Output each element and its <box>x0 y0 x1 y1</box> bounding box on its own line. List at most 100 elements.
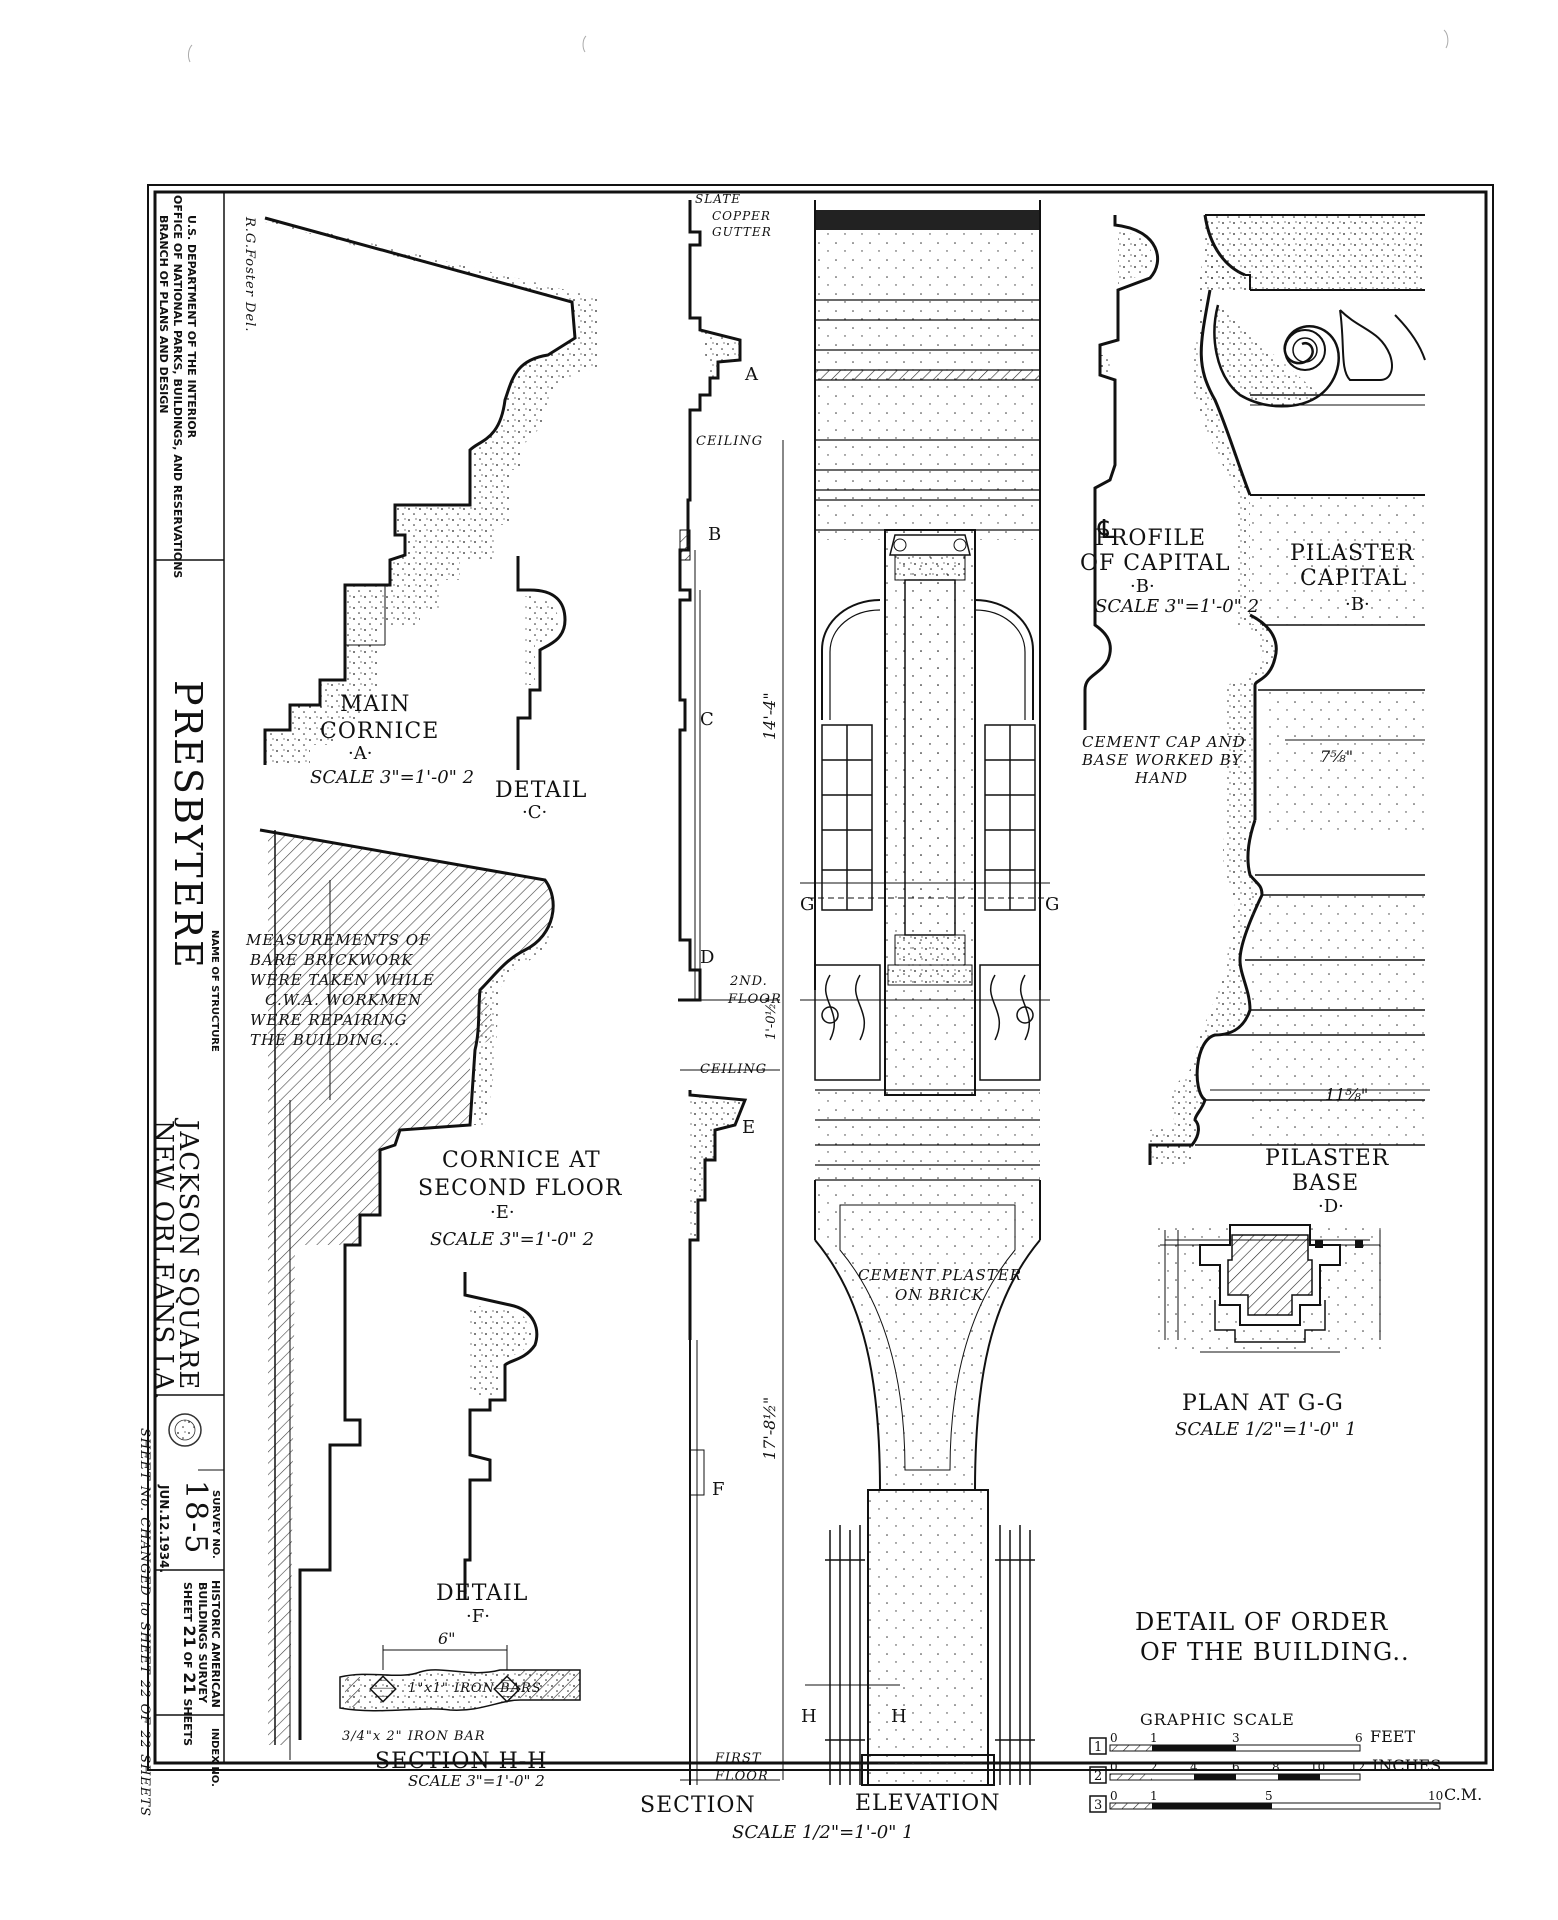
main-cornice-drawing <box>263 216 600 765</box>
scale-row3-tick2: 5 <box>1265 1789 1273 1803</box>
section-hh-drawing <box>339 1645 581 1712</box>
detail-f-letter: ·F· <box>466 1606 490 1627</box>
detail-f-drawing <box>463 1272 539 1600</box>
survey-number: 18-5 <box>178 1480 213 1555</box>
section-hh-scale: SCALE 3"=1'-0" 2 <box>408 1772 545 1790</box>
scale-row1-tick1: 1 <box>1150 1731 1158 1745</box>
scale-row2-tick0: 0 <box>1110 1760 1118 1774</box>
structure-name: PRESBYTERE <box>166 680 210 970</box>
scale-row2-tick1: 2 <box>1150 1760 1158 1774</box>
section-hh-title: SECTION H-H <box>375 1749 547 1774</box>
scale-row2-unit: INCHES <box>1372 1756 1441 1775</box>
elevation-g-left: G <box>800 894 814 915</box>
drawing-date: JUN.12.1934. <box>157 1484 171 1573</box>
section-gutter: GUTTER <box>712 225 772 239</box>
punch-hole-mark <box>582 35 587 53</box>
pilaster-capital-letter: ·B· <box>1345 594 1370 615</box>
measure-note-6: THE BUILDING... <box>250 1031 400 1049</box>
pilaster-dim-top: 7⅝" <box>1320 747 1353 766</box>
sheet-change-note: SHEET No. CHANGED to SHEET 22 OF 22 SHEE… <box>137 1428 152 1817</box>
section-dim-lower: 17'-8½" <box>760 1397 779 1460</box>
elevation-plaster-1: CEMENT PLASTER <box>858 1266 1022 1284</box>
cement-note-3: HAND <box>1134 769 1188 787</box>
cornice-second-title1: CORNICE AT <box>442 1148 601 1173</box>
graphic-scale-title: GRAPHIC SCALE <box>1140 1710 1295 1729</box>
agency-line2: OFFICE OF NATIONAL PARKS, BUILDINGS, AND… <box>171 195 184 578</box>
section-ceiling-1: CEILING <box>696 434 763 449</box>
name-of-structure-label: NAME OF STRUCTURE <box>209 930 220 1052</box>
title-block: U.S. DEPARTMENT OF THE INTERIOR OFFICE O… <box>148 192 257 1787</box>
order-title-1: DETAIL OF ORDER <box>1135 1608 1388 1636</box>
cornice-second-letter: ·E· <box>490 1202 515 1223</box>
profile-capital-title2: OF CAPITAL <box>1080 551 1230 576</box>
scale-row1-tick2: 3 <box>1232 1731 1240 1745</box>
elevation-plaster-2: ON BRICK <box>895 1286 984 1304</box>
pilaster-dim-bottom: 11⅝" <box>1325 1085 1368 1104</box>
scale-row1-unit: FEET <box>1370 1727 1415 1746</box>
section-hh-bar: 3/4"x 2" IRON BAR <box>342 1729 486 1744</box>
profile-capital-letter: ·B· <box>1130 576 1155 597</box>
scale-row3-tick3: 10 <box>1428 1789 1443 1803</box>
habs-sheet: SHEET 21 OF 21 SHEETS <box>180 1582 199 1746</box>
elevation-title: ELEVATION <box>855 1791 1000 1816</box>
measure-note-4: C.W.A. WORKMEN <box>265 991 422 1009</box>
measure-note-1: MEASUREMENTS OF <box>245 931 431 949</box>
scale-row3-tick1: 1 <box>1150 1789 1158 1803</box>
scale-row3-tick0: 0 <box>1110 1789 1118 1803</box>
plan-gg-scale: SCALE 1/2"=1'-0" 1 <box>1175 1419 1357 1440</box>
profile-capital-cl: ℄ <box>1097 515 1116 545</box>
scale-row2-tick4: 8 <box>1272 1760 1280 1774</box>
pilaster-base-title2: BASE <box>1292 1171 1359 1196</box>
index-label: INDEX NO. <box>209 1728 220 1787</box>
section-second-floor-2: FLOOR <box>727 992 782 1007</box>
section-letter-c: C <box>700 709 714 730</box>
survey-seal <box>168 1413 202 1447</box>
section-hh-dim: 6" <box>438 1629 456 1648</box>
cement-note-2: BASE WORKED BY <box>1081 751 1244 769</box>
elevation-h-left: H <box>801 1706 817 1727</box>
cement-note-1: CEMENT CAP AND <box>1082 733 1246 751</box>
survey-label: SURVEY NO. <box>210 1490 221 1559</box>
scale-row2-tick2: 4 <box>1190 1760 1198 1774</box>
pilaster-capital-title2: CAPITAL <box>1300 566 1407 591</box>
profile-capital-scale: SCALE 3"=1'-0" 2 <box>1095 596 1259 617</box>
scale-row1-num: 1 <box>1094 1740 1102 1755</box>
section-slate: SLATE <box>695 192 741 206</box>
scale-row3-num: 3 <box>1094 1798 1102 1813</box>
measure-note-5: WERE REPAIRING <box>250 1011 407 1029</box>
main-cornice-title2: CORNICE <box>320 719 439 744</box>
section-ceiling-2: CEILING <box>700 1062 767 1077</box>
scale-row2-tick6: 12 <box>1350 1760 1365 1774</box>
measure-note-3: WERE TAKEN WHILE <box>250 971 435 989</box>
agency-line3: BRANCH OF PLANS AND DESIGN <box>157 215 170 414</box>
cornice-second-title2: SECOND FLOOR <box>418 1176 623 1201</box>
scale-row1-tick0: 0 <box>1110 1731 1118 1745</box>
elevation-g-right: G <box>1045 894 1059 915</box>
survey-seal-inner <box>174 1419 196 1441</box>
agency-line1: U.S. DEPARTMENT OF THE INTERIOR <box>185 215 198 439</box>
section-copper: COPPER <box>712 209 771 223</box>
pilaster-capital-title1: PILASTER <box>1290 541 1415 566</box>
section-second-floor-1: 2ND. <box>729 974 768 989</box>
order-title-2: OF THE BUILDING.. <box>1140 1638 1410 1666</box>
measure-note-2: BARE BRICKWORK <box>249 951 413 969</box>
elevation-drawing <box>800 200 1050 1786</box>
section-letter-f: F <box>712 1479 725 1500</box>
location-line1: JACKSON SQUARE <box>173 1117 203 1390</box>
main-cornice-title1: MAIN <box>340 692 410 717</box>
pilaster-base-letter: ·D· <box>1318 1196 1344 1217</box>
habs-line2: BUILDINGS SURVEY <box>196 1582 209 1704</box>
section-letter-b: B <box>708 524 721 545</box>
section-letter-d: D <box>700 947 714 968</box>
elevation-h-right: H <box>891 1706 907 1727</box>
section-profile-drawing <box>678 200 784 1785</box>
section-dim-floor: 1'-0½" <box>764 997 779 1040</box>
detail-c-drawing <box>516 556 567 770</box>
profile-of-capital-drawing <box>1083 215 1160 730</box>
inner-border <box>153 190 1488 1765</box>
main-cornice-scale: SCALE 3"=1'-0" 2 <box>310 767 474 788</box>
scale-row2-tick5: 10 <box>1310 1760 1325 1774</box>
pilaster-base-title1: PILASTER <box>1265 1146 1390 1171</box>
cornice-second-floor-drawing <box>259 828 555 1760</box>
